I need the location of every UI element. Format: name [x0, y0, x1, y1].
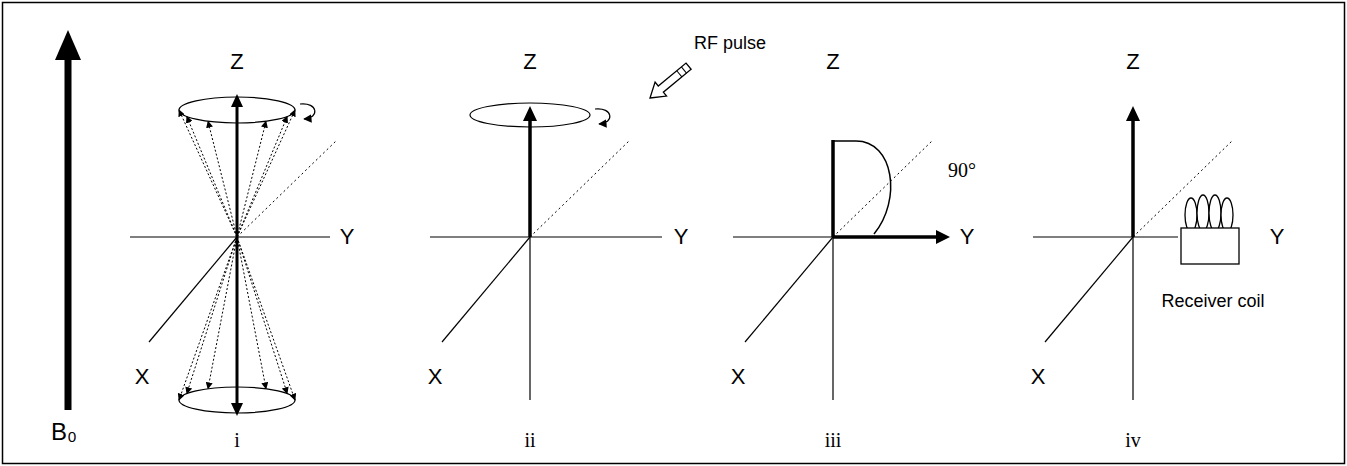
flip-start: [831, 140, 835, 237]
z-axis: [1132, 237, 1133, 400]
y-axis: [1033, 236, 1178, 237]
panel-number: i: [234, 429, 240, 451]
flip-angle-arc: [833, 141, 891, 234]
axis-label: Y: [674, 225, 689, 249]
net-magnetization: [528, 120, 532, 237]
arrowhead: [231, 403, 243, 416]
axis-label: Y: [1270, 225, 1285, 249]
rotation-arrow: [300, 104, 315, 119]
axis-label: Z: [826, 50, 839, 74]
net-magnetization: [833, 235, 937, 239]
axis-label: Y: [960, 225, 975, 249]
field-arrowhead: [55, 30, 81, 60]
axis-label: X: [428, 365, 443, 389]
x-axis: [745, 237, 833, 342]
panel-number: iv: [1125, 429, 1141, 451]
rotation-arrow: [595, 109, 610, 124]
spin-vector: [179, 237, 237, 400]
axis-label: Z: [230, 50, 243, 74]
spin-vector: [208, 237, 237, 389]
y-axis: [130, 236, 330, 237]
spin-vector: [237, 110, 295, 237]
spin-vector: [237, 237, 287, 394]
panel-iv: [1033, 120, 1239, 400]
annotation: Receiver coil: [1161, 292, 1264, 312]
axis-label: X: [135, 365, 150, 389]
frame: [3, 3, 1345, 464]
panel-ii: [430, 59, 694, 400]
spin-vector: [237, 117, 287, 238]
net-magnetization: [236, 237, 239, 404]
z-axis: [529, 237, 530, 400]
x-axis: [149, 237, 237, 342]
spin-vector: [179, 110, 237, 237]
angle-label: 90°: [948, 159, 976, 181]
axis-label: X: [1031, 365, 1046, 389]
rf-pulse-arrow: [644, 59, 694, 105]
arrowhead: [523, 106, 537, 121]
annotation: RF pulse: [694, 34, 766, 54]
panel-iii: [733, 140, 937, 400]
coil-loop: [1209, 195, 1221, 231]
rf-pulse-arrow: [644, 59, 694, 105]
panel-i: [130, 97, 337, 413]
panel-number: ii: [524, 429, 535, 451]
rf-pulse-arrow-hatch: [681, 67, 686, 73]
z-axis: [832, 237, 833, 400]
field-arrow: [65, 56, 72, 410]
y-axis: [430, 236, 662, 237]
axis-label: X: [731, 365, 746, 389]
coil-loop: [1185, 198, 1197, 232]
diagonal-guide: [530, 140, 630, 237]
x-axis: [442, 237, 530, 342]
arrowhead: [231, 94, 243, 107]
axis-label: Z: [523, 50, 536, 74]
x-axis: [1045, 237, 1133, 342]
panel-number: iii: [825, 429, 842, 451]
field-label: B₀: [51, 419, 77, 445]
diagonal-guide: [833, 140, 933, 237]
spin-vector: [187, 237, 237, 394]
diagonal-guide: [1133, 140, 1233, 237]
net-magnetization: [236, 106, 239, 237]
spin-vector: [237, 237, 266, 389]
arrowhead: [1126, 106, 1140, 121]
diagonal-guide: [237, 140, 337, 237]
coil-loop: [1221, 198, 1233, 232]
spin-vector: [237, 121, 266, 237]
arrowhead: [936, 230, 950, 244]
net-magnetization: [1131, 120, 1135, 237]
rf-pulse-arrow-hatch: [677, 71, 682, 77]
spin-vector: [208, 121, 237, 237]
spin-vector: [237, 237, 295, 400]
spin-vector: [187, 117, 237, 238]
axis-label: Y: [340, 225, 355, 249]
coil-base: [1181, 228, 1239, 264]
axis-label: Z: [1126, 50, 1139, 74]
coil-loop: [1197, 195, 1209, 231]
